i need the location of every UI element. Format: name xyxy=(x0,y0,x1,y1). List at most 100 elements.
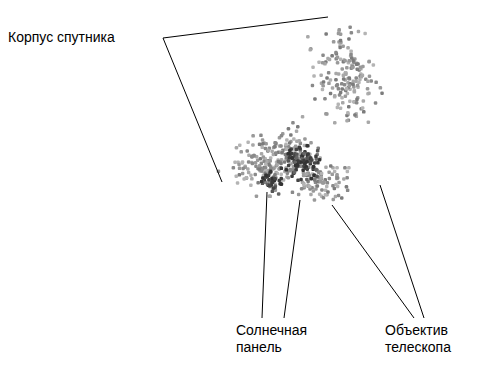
point xyxy=(287,164,291,168)
point xyxy=(353,90,357,94)
point xyxy=(341,44,345,48)
point xyxy=(279,144,283,148)
point xyxy=(324,193,328,197)
point xyxy=(367,60,371,64)
point xyxy=(250,177,254,181)
point xyxy=(331,86,335,90)
point xyxy=(250,155,254,159)
point xyxy=(285,138,289,142)
part-label: Солнечная панель xyxy=(236,322,326,356)
point xyxy=(337,194,341,198)
point xyxy=(306,152,310,156)
point xyxy=(295,153,299,157)
point xyxy=(325,76,329,80)
point xyxy=(353,113,357,117)
point xyxy=(240,161,244,165)
point xyxy=(251,162,255,166)
point xyxy=(336,176,340,180)
point xyxy=(237,163,241,167)
point xyxy=(268,194,272,198)
part-label: Корпус спутника xyxy=(8,29,163,46)
point xyxy=(296,179,300,183)
point xyxy=(347,37,351,41)
point xyxy=(348,76,352,80)
point xyxy=(336,55,340,59)
point xyxy=(341,67,345,71)
point xyxy=(273,145,277,149)
point xyxy=(332,40,336,44)
point xyxy=(333,94,337,98)
point xyxy=(232,166,236,170)
point xyxy=(351,65,355,69)
point xyxy=(241,167,245,171)
point xyxy=(279,166,283,170)
point xyxy=(350,31,354,35)
point xyxy=(287,159,291,163)
point xyxy=(328,58,332,62)
point xyxy=(328,177,332,181)
point xyxy=(288,141,292,145)
point xyxy=(255,194,259,198)
point xyxy=(291,121,295,125)
point xyxy=(268,185,272,189)
point xyxy=(247,154,251,158)
point xyxy=(280,151,284,155)
point xyxy=(357,81,361,85)
point xyxy=(302,183,306,187)
point xyxy=(277,192,281,196)
point xyxy=(309,177,313,181)
point xyxy=(329,78,333,82)
point xyxy=(305,144,309,148)
point xyxy=(339,106,343,110)
point xyxy=(242,177,246,181)
point xyxy=(287,152,291,156)
point xyxy=(362,99,366,103)
point xyxy=(336,185,340,189)
point xyxy=(347,166,351,170)
point xyxy=(318,193,322,197)
point xyxy=(256,181,260,185)
point xyxy=(339,39,343,43)
point xyxy=(348,100,352,104)
point xyxy=(312,74,316,78)
point xyxy=(351,66,355,70)
leader-line xyxy=(332,205,414,318)
point xyxy=(312,174,316,178)
point xyxy=(238,143,242,147)
point xyxy=(280,150,284,154)
point xyxy=(267,149,271,153)
point xyxy=(355,76,359,80)
point-cloud xyxy=(217,25,384,201)
point xyxy=(368,75,372,79)
point xyxy=(266,149,270,153)
point xyxy=(294,164,298,168)
point xyxy=(361,106,365,110)
point xyxy=(271,180,275,184)
point xyxy=(306,168,310,172)
point xyxy=(335,166,339,170)
point xyxy=(329,164,333,168)
point xyxy=(261,142,265,146)
point xyxy=(317,60,321,64)
point xyxy=(270,180,274,184)
point xyxy=(289,168,293,172)
point xyxy=(264,174,268,178)
point xyxy=(295,148,299,152)
point xyxy=(309,141,313,145)
point xyxy=(336,106,340,110)
point xyxy=(340,82,344,86)
point xyxy=(306,144,310,148)
point xyxy=(235,174,239,178)
point xyxy=(313,198,317,202)
point xyxy=(287,127,291,131)
point xyxy=(313,178,317,182)
point xyxy=(334,195,338,199)
point xyxy=(275,163,279,167)
point xyxy=(333,187,337,191)
point xyxy=(306,144,310,148)
point xyxy=(262,155,266,159)
point xyxy=(273,177,277,181)
point xyxy=(334,78,338,82)
point xyxy=(324,32,328,36)
point xyxy=(374,81,378,85)
